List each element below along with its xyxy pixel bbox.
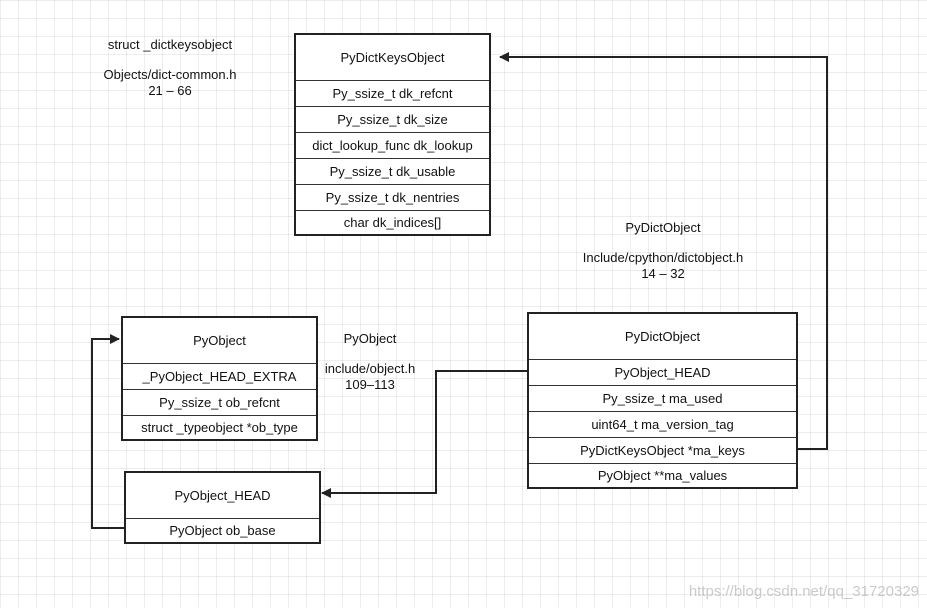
- pyobject-title: PyObject: [193, 333, 246, 348]
- pyobject-head-title: PyObject_HEAD: [174, 488, 271, 503]
- pyobject-head-box: PyObject_HEAD PyObject ob_base: [124, 471, 321, 544]
- dictobject-field: PyObject_HEAD: [529, 359, 796, 385]
- pyobject-name-label: PyObject: [343, 331, 397, 346]
- pyobject-field: struct _typeobject *ob_type: [123, 415, 316, 439]
- dictkeys-field: dict_lookup_func dk_lookup: [296, 132, 489, 158]
- dictobject-name-label: PyDictObject: [625, 220, 701, 235]
- dictobject-title: PyDictObject: [624, 329, 701, 344]
- dictobject-annotation: PyDictObject Include/cpython/dictobject.…: [566, 220, 760, 282]
- dictkeys-field: Py_ssize_t dk_size: [296, 106, 489, 132]
- watermark-text: https://blog.csdn.net/qq_31720329: [688, 583, 919, 600]
- dictkeys-file-label: Objects/dict-common.h: [103, 67, 237, 82]
- dictkeys-annotation: struct _dictkeysobject Objects/dict-comm…: [90, 37, 250, 99]
- dictkeys-struct-label: struct _dictkeysobject: [107, 37, 233, 52]
- dictobject-field: PyDictKeysObject *ma_keys: [529, 437, 796, 463]
- dictkeys-field: Py_ssize_t dk_nentries: [296, 184, 489, 210]
- dictobject-file-label: Include/cpython/dictobject.h: [582, 250, 744, 265]
- dictkeys-field: Py_ssize_t dk_usable: [296, 158, 489, 184]
- pyobject-field: _PyObject_HEAD_EXTRA: [123, 363, 316, 389]
- pyobject-box: PyObject _PyObject_HEAD_EXTRA Py_ssize_t…: [121, 316, 318, 441]
- dictkeys-title: PyDictKeysObject: [340, 50, 445, 65]
- pyobject-lines-label: 109–113: [345, 377, 395, 392]
- dictobject-field: uint64_t ma_version_tag: [529, 411, 796, 437]
- dictobject-lines-label: 14 – 32: [641, 266, 685, 281]
- dictobject-field: Py_ssize_t ma_used: [529, 385, 796, 411]
- dictobject-field: PyObject **ma_values: [529, 463, 796, 487]
- dictobject-box: PyDictObject PyObject_HEAD Py_ssize_t ma…: [527, 312, 798, 489]
- dictkeys-field: Py_ssize_t dk_refcnt: [296, 80, 489, 106]
- pyobject-head-field: PyObject ob_base: [126, 518, 319, 542]
- pyobject-annotation: PyObject include/object.h 109–113: [315, 331, 425, 393]
- pyobject-file-label: include/object.h: [324, 361, 416, 376]
- dictkeys-box: PyDictKeysObject Py_ssize_t dk_refcnt Py…: [294, 33, 491, 236]
- pyobject-field: Py_ssize_t ob_refcnt: [123, 389, 316, 415]
- dictkeys-lines-label: 21 – 66: [148, 83, 192, 98]
- dictkeys-field: char dk_indices[]: [296, 210, 489, 234]
